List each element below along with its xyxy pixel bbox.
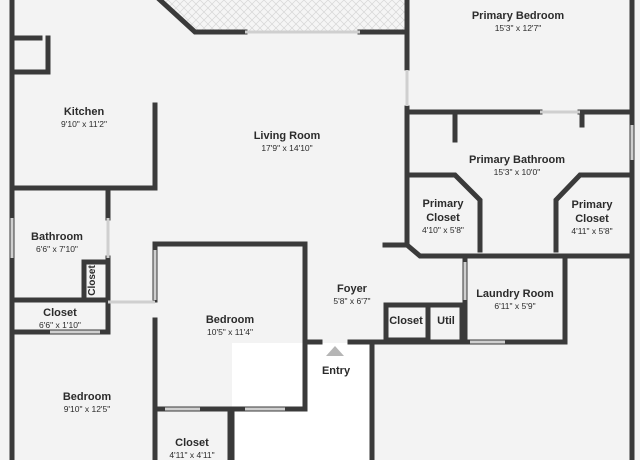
room-name: Primary Closet xyxy=(422,198,464,224)
hall-closet-walls xyxy=(81,255,111,303)
room-primary-closet-left: Primary Closet 4'10" x 5'8" xyxy=(418,197,468,236)
room-closet-bottom: Closet 4'11" x 4'11" xyxy=(169,436,214,460)
room-name: Bathroom xyxy=(31,231,83,243)
room-name: Bedroom xyxy=(205,314,255,326)
room-foyer-closet: Closet xyxy=(389,315,423,327)
room-util: Util xyxy=(437,315,455,327)
room-name: Closet xyxy=(43,307,77,319)
room-laundry: Laundry Room 6'11" x 5'9" xyxy=(476,287,554,312)
room-dims: 15'3" x 10'0" xyxy=(493,167,541,177)
room-name: Kitchen xyxy=(63,106,105,118)
primary-bath-bottom-wall xyxy=(403,241,635,259)
room-name: Living Room xyxy=(253,130,321,142)
room-dims: 6'6" x 1'10" xyxy=(39,320,81,330)
bedroom-center-top-right xyxy=(152,241,323,345)
primary-closet-right-wall xyxy=(553,172,635,253)
room-dims: 5'8" x 6'7" xyxy=(333,296,371,306)
primary-closet-left-wall xyxy=(404,172,483,253)
entry-arrow-icon xyxy=(326,346,344,356)
room-entry: Entry xyxy=(321,365,351,377)
patio-wall xyxy=(156,0,248,35)
tiled-patio xyxy=(160,0,405,32)
room-dims: 6'6" x 7'10" xyxy=(36,244,78,254)
room-dims: 17'9" x 14'10" xyxy=(261,143,313,153)
util-box xyxy=(427,302,465,343)
room-name: Primary Bedroom xyxy=(471,10,565,22)
room-name: Laundry Room xyxy=(476,288,554,300)
closet-bottom-walls xyxy=(152,406,233,460)
room-dims: 4'11" x 4'11" xyxy=(169,450,215,460)
entry-walkway xyxy=(232,343,372,460)
kitchen-pantry xyxy=(9,35,51,75)
room-bedroom-left: Bedroom 9'10" x 12'5" xyxy=(63,390,111,415)
room-closet-small: Closet 6'6" x 1'10" xyxy=(39,306,81,331)
room-dims: 10'5" x 11'4" xyxy=(207,327,253,337)
room-bedroom-center: Bedroom 10'5" x 11'4" xyxy=(206,313,254,338)
room-primary-bedroom: Primary Bedroom 15'3" x 12'7" xyxy=(472,9,564,34)
room-dims: 6'11" x 5'9" xyxy=(494,301,536,311)
room-dims: 9'10" x 11'2" xyxy=(61,119,107,129)
room-primary-bathroom: Primary Bathroom 15'3" x 10'0" xyxy=(469,153,565,178)
room-primary-closet-right: Primary Closet 4'11" x 5'8" xyxy=(567,198,617,237)
room-name: Foyer xyxy=(337,283,367,295)
room-dims: 9'10" x 12'5" xyxy=(63,404,111,414)
room-name: Bedroom xyxy=(62,391,112,403)
laundry-right-wall xyxy=(507,253,568,345)
room-dims: 15'3" x 12'7" xyxy=(494,23,542,33)
room-kitchen: Kitchen 9'10" x 11'2" xyxy=(61,105,107,130)
room-name: Closet xyxy=(175,437,209,449)
room-bathroom: Bathroom 6'6" x 7'10" xyxy=(31,230,83,255)
windows xyxy=(10,30,634,411)
room-foyer: Foyer 5'8" x 6'7" xyxy=(333,282,370,307)
room-name: Primary Closet xyxy=(571,199,613,225)
room-name: Primary Bathroom xyxy=(469,154,565,166)
room-hall-closet: Closet xyxy=(86,265,98,296)
room-dims: 4'10" x 5'8" xyxy=(422,225,464,235)
room-living-room: Living Room 17'9" x 14'10" xyxy=(254,129,321,154)
room-dims: 4'11" x 5'8" xyxy=(571,226,613,236)
